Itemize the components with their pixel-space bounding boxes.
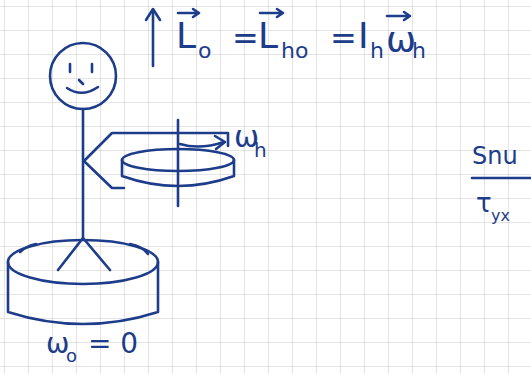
label-text: h (412, 40, 426, 62)
body (82, 109, 85, 238)
label-text: o (198, 40, 211, 62)
platform (8, 240, 158, 284)
spin-arrow (180, 142, 224, 147)
label-text: I (358, 18, 369, 54)
wheel-axle (177, 120, 180, 206)
label-text: L (176, 18, 196, 54)
label-text: L (258, 18, 278, 54)
vector-arrow (178, 9, 199, 17)
label-text: Snu (472, 144, 518, 168)
arm (85, 162, 124, 188)
label-text: ω (46, 330, 69, 358)
arm (85, 133, 228, 160)
label-text: h (370, 40, 384, 62)
label-text: h (254, 140, 267, 160)
rotation-marks (20, 244, 148, 254)
label-text: yx (491, 208, 510, 224)
momentum-arrow (152, 10, 155, 66)
vector-arrow (260, 9, 283, 17)
label-text: ho (281, 40, 308, 62)
legs (58, 238, 110, 270)
nose (79, 80, 83, 84)
label-text: = (330, 22, 357, 54)
platform-side (8, 262, 158, 324)
arrow-head (146, 9, 160, 20)
label-text: = (232, 22, 259, 54)
underline (472, 177, 531, 180)
label-text: = 0 (88, 330, 138, 358)
label-text: τ (476, 190, 492, 216)
vector-arrow (387, 12, 410, 20)
arrow-head (215, 136, 225, 149)
smile (67, 87, 98, 93)
eyes (70, 64, 92, 72)
label-text: ω (386, 22, 416, 58)
head (50, 43, 116, 109)
label-text: o (66, 347, 77, 365)
